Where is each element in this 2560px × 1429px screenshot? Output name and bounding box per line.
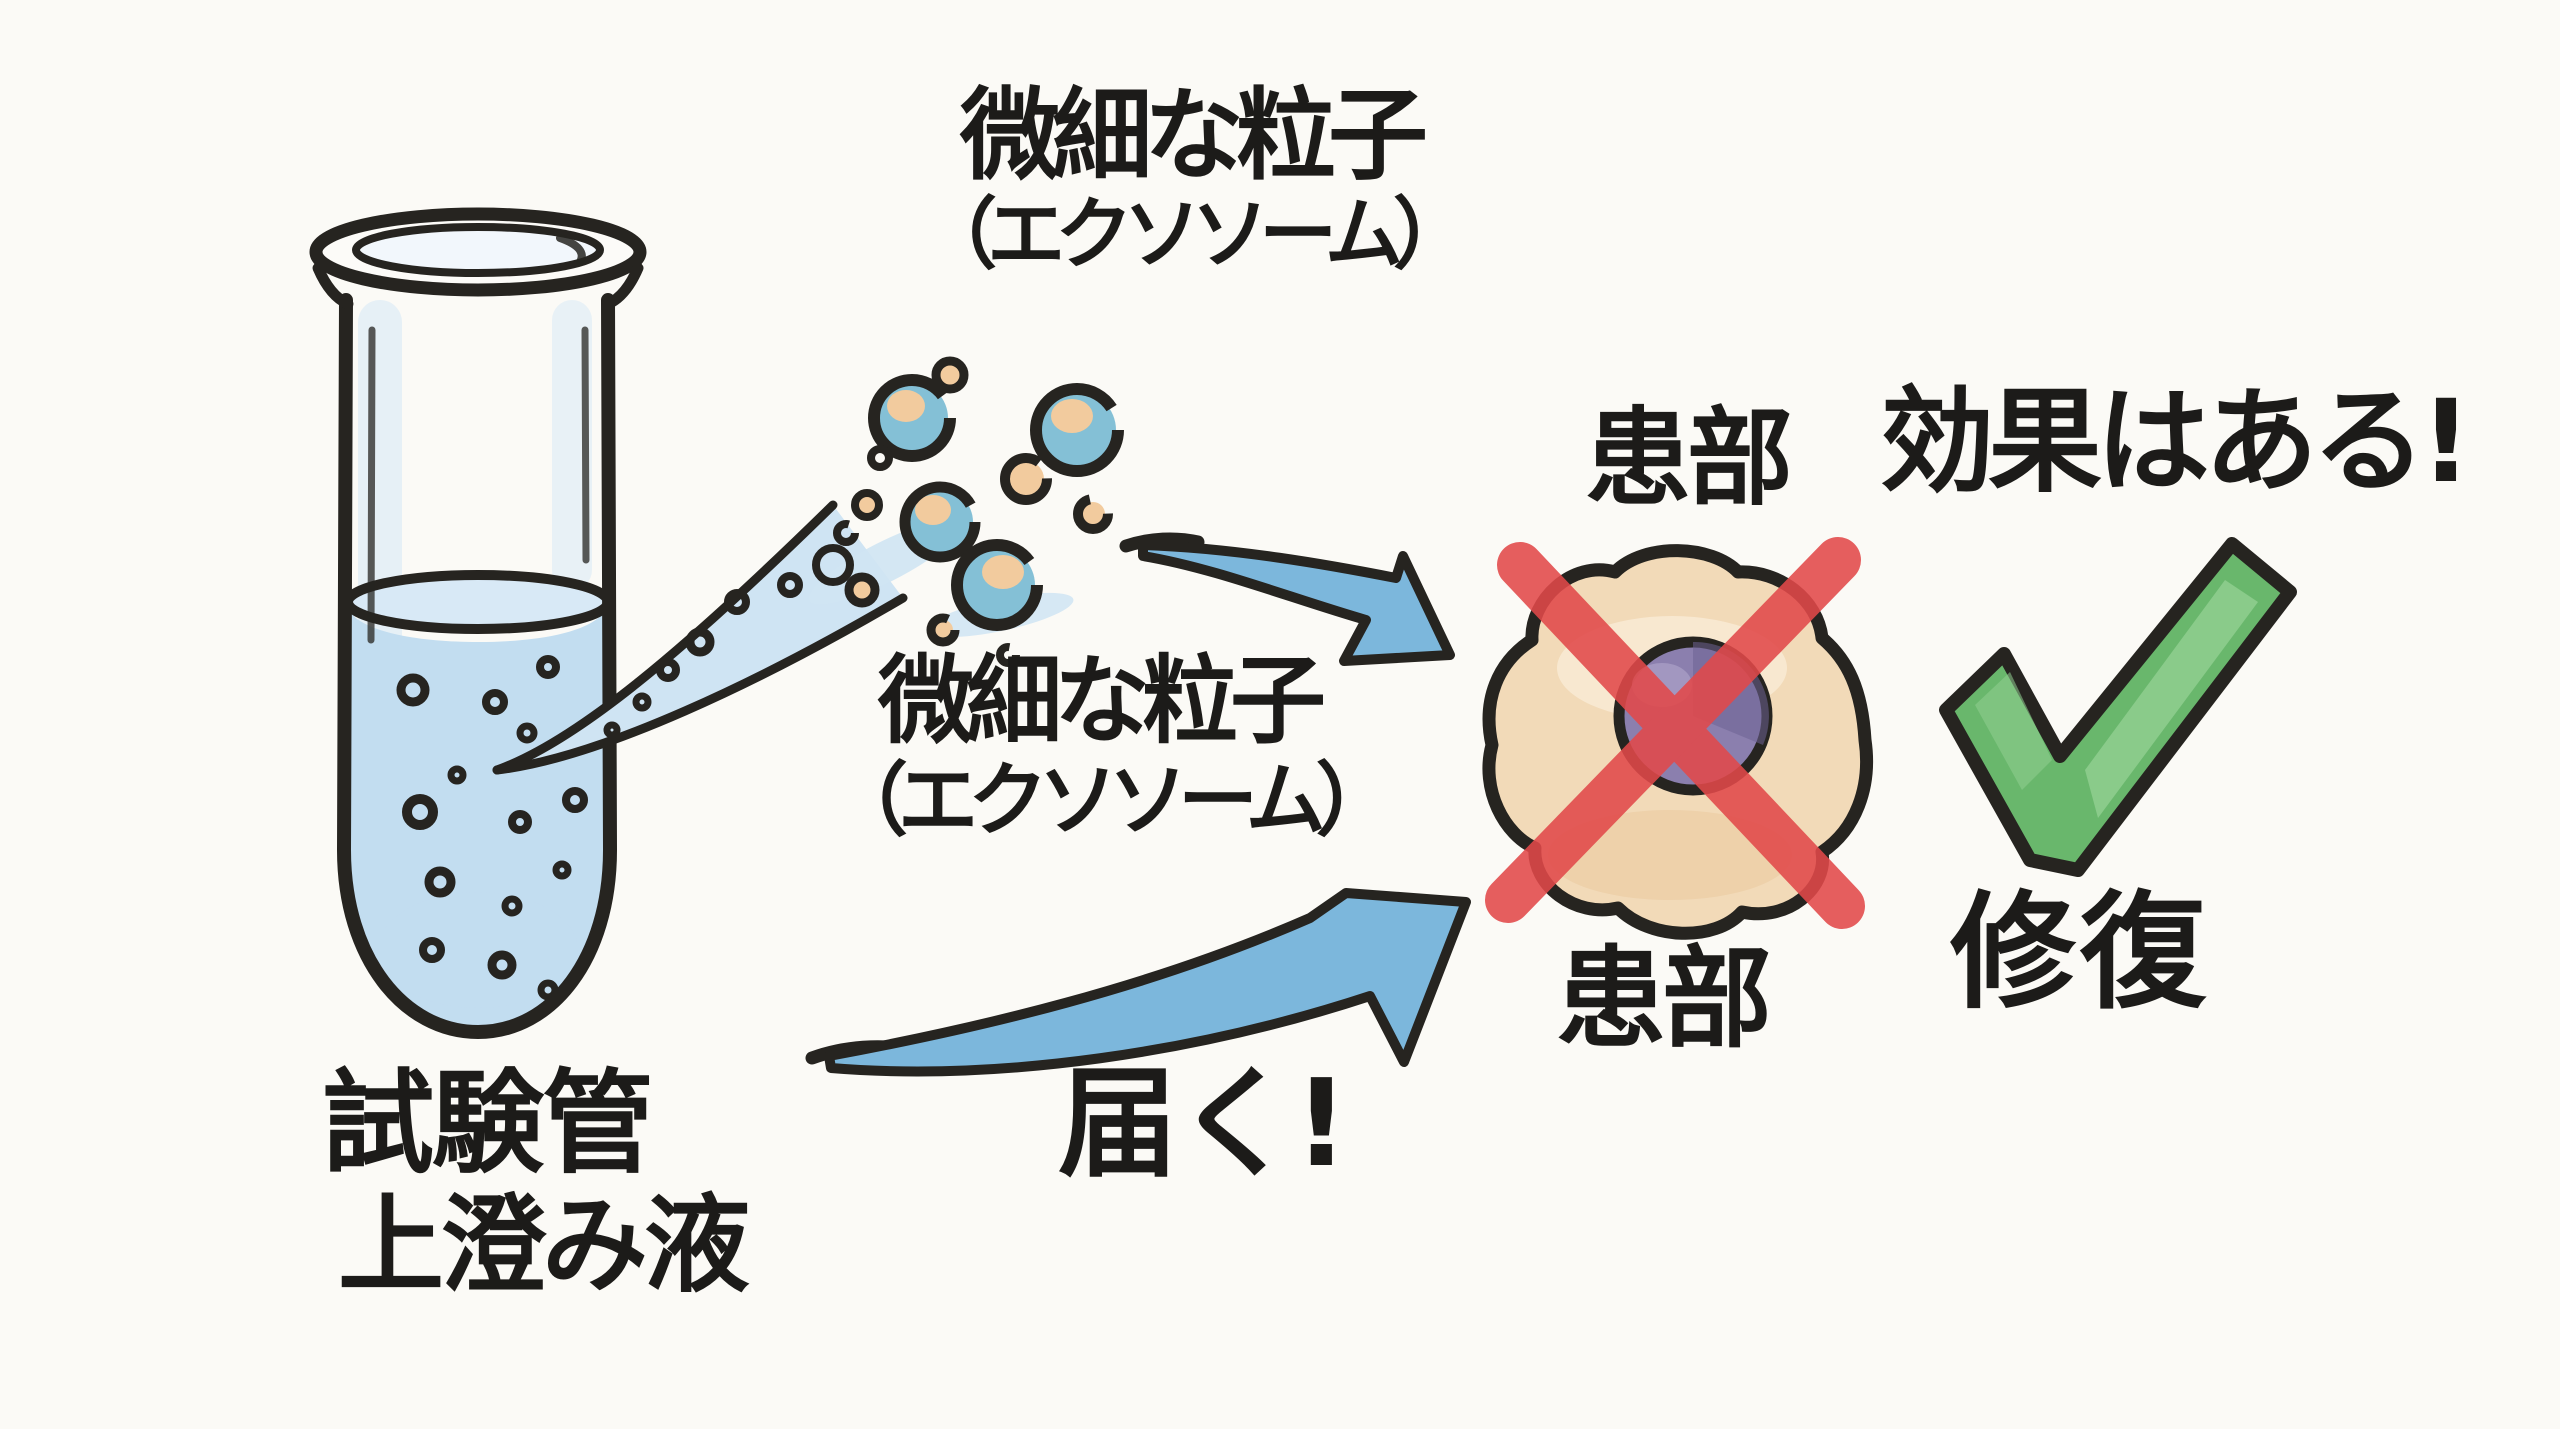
particle-large (1030, 383, 1124, 477)
particle-large (899, 481, 981, 563)
check-icon (1939, 537, 2297, 877)
reach-label: 届く! (1058, 1055, 1349, 1194)
checkmark-highlight-short (1975, 672, 2052, 790)
particles-label-top-line1: 微細な粒子 (960, 77, 1428, 194)
liquid-bottom-shade (378, 892, 578, 1008)
particles-label-mid: 微細な粒子 （エクソソーム） (828, 645, 1396, 847)
inner-wall-right (581, 326, 590, 564)
checkmark-highlight-long (2085, 580, 2258, 818)
spray-fill (497, 505, 903, 770)
cell-shade (1548, 810, 1792, 900)
spray-edge-top (492, 500, 838, 775)
test-tube-icon (309, 207, 647, 1039)
inner-wall-left (367, 326, 376, 644)
curved-arrow-top-icon (1119, 532, 1455, 666)
particles-label-mid-line1: 微細な粒子 (878, 645, 1326, 757)
affected-area-label-top: 患部 (1585, 397, 1793, 520)
affected-area-label-bottom: 患部 (1556, 935, 1772, 1063)
tube-outline (337, 293, 617, 1039)
particles-label-top: 微細な粒子 （エクソソーム） (900, 80, 1480, 279)
arrow-top-shape (1138, 540, 1455, 666)
particles-label-top-line2: （エクソソーム） (919, 190, 1471, 280)
curved-arrow-bottom-icon (805, 888, 1471, 1077)
tube-rim (309, 207, 647, 310)
particle-small (833, 356, 1113, 667)
repair-label: 修復 (1950, 879, 2210, 1026)
spray-bubbles (603, 544, 854, 739)
effect-label: 効果はある! (1880, 375, 2472, 508)
liquid-surface (343, 570, 613, 634)
test-tube-label: 試験管 上澄み液 (322, 1059, 750, 1308)
test-tube-label-line1: 試験管 (322, 1059, 654, 1189)
particles-label-mid-line2: （エクソソーム） (828, 753, 1396, 847)
spray-edge-bottom (492, 593, 908, 775)
test-tube-label-line2: 上澄み液 (338, 1184, 750, 1308)
spray-stream (492, 500, 1074, 775)
arrow-bottom-shape (824, 888, 1471, 1077)
particle-large (951, 539, 1043, 631)
liquid-bubbles (396, 655, 588, 1001)
red-cross-icon (1485, 537, 1865, 929)
particle-large (868, 374, 956, 462)
arrow-top-tail-stroke (1119, 532, 1205, 553)
exosome-particles-icon (833, 356, 1124, 667)
affected-cell-icon (1482, 537, 1874, 940)
